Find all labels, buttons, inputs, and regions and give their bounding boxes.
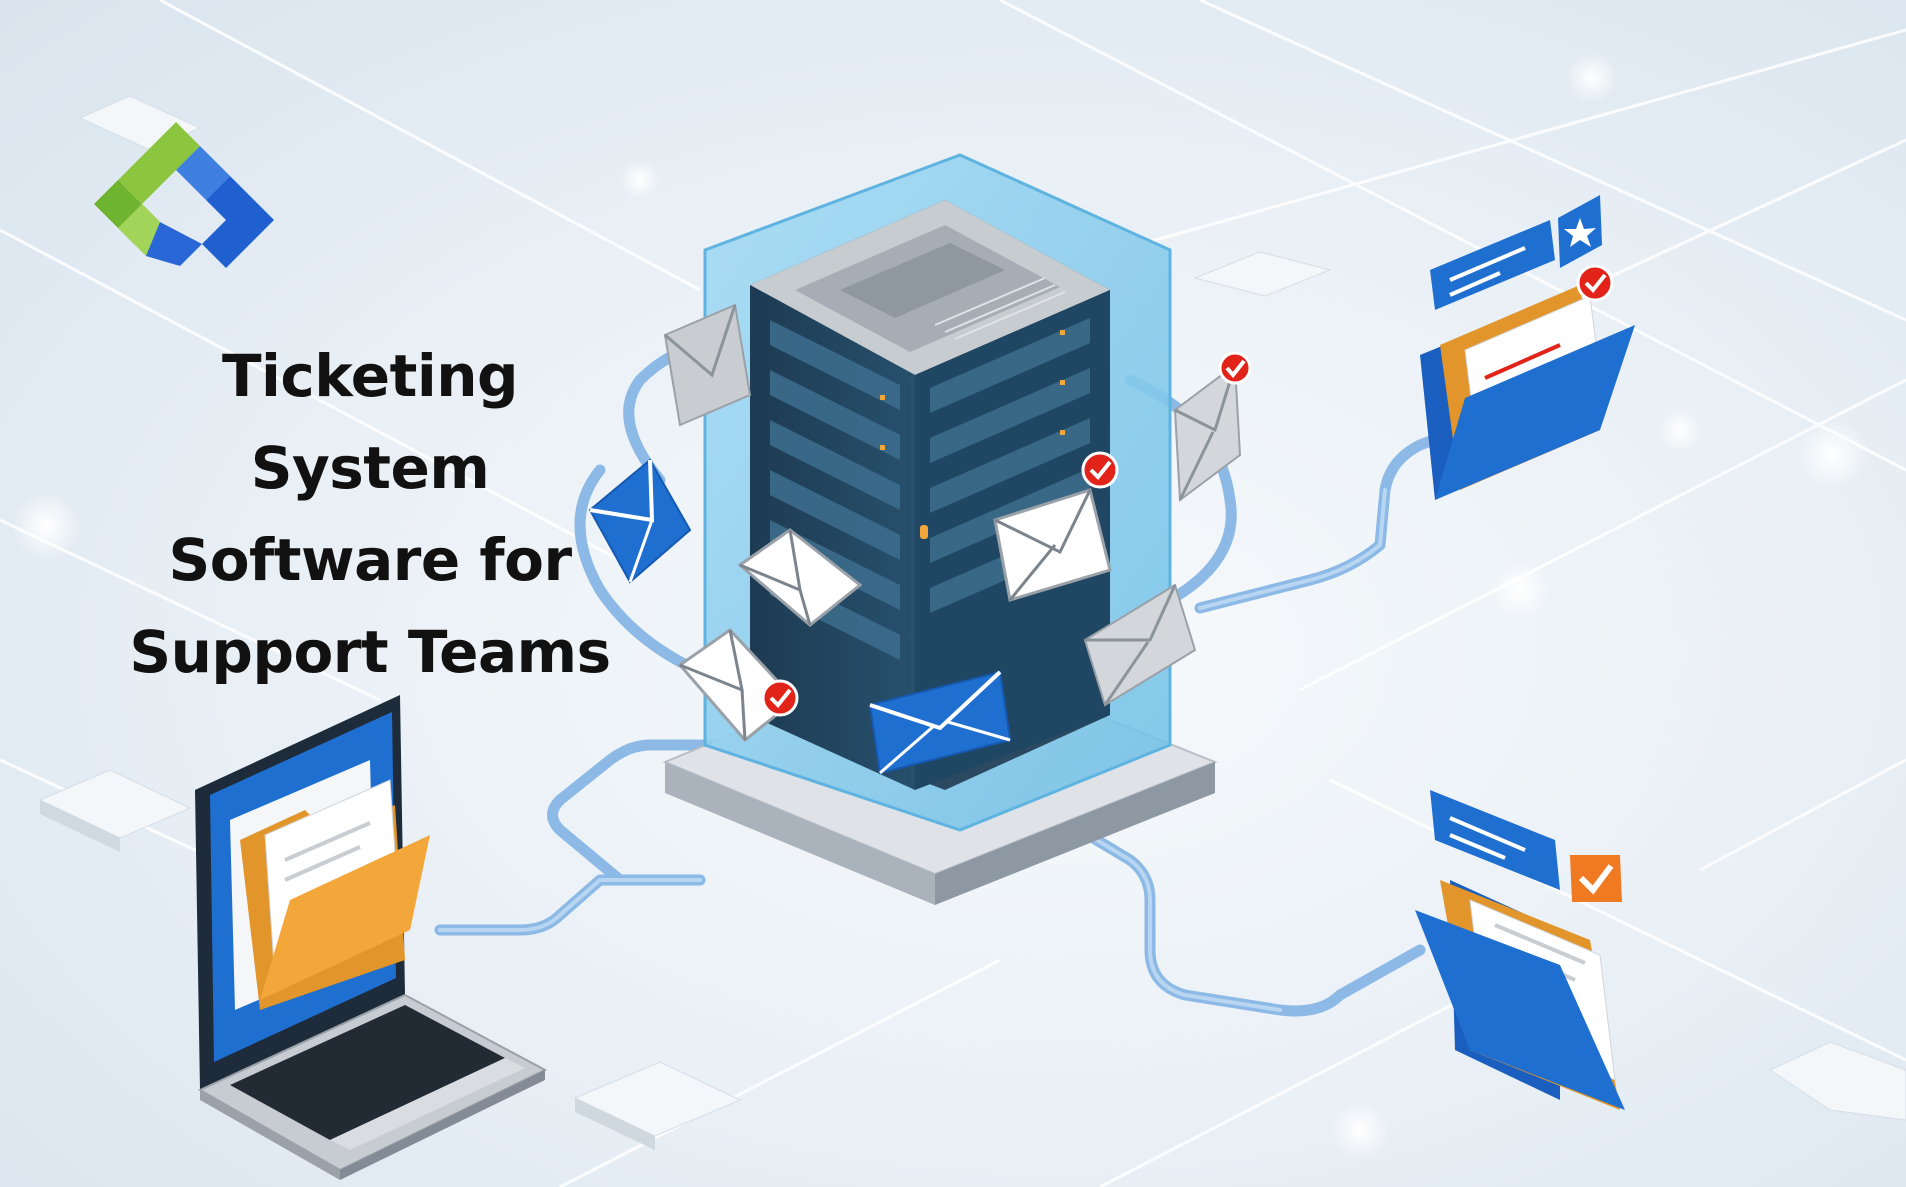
headline-line-4: Support Teams xyxy=(129,618,611,686)
headline-line-1: Ticketing xyxy=(221,342,519,410)
check-badge-icon xyxy=(761,679,799,717)
logo-mark xyxy=(94,122,274,268)
star-icon xyxy=(1558,195,1602,268)
floating-tiles xyxy=(38,95,1906,1150)
folder-icon-laptop xyxy=(240,779,430,1010)
server-rack-icon xyxy=(703,153,1172,832)
check-badge-icon xyxy=(1218,351,1252,385)
envelope-icon-white-center xyxy=(737,528,863,627)
folder-icon-top-right xyxy=(1420,285,1635,500)
check-badge-icon xyxy=(1081,451,1119,489)
headline-line-2: System xyxy=(250,434,490,502)
background-glow-dots xyxy=(12,52,1868,1160)
checkbox-icon xyxy=(1570,855,1622,902)
envelope-icon-blue-left xyxy=(588,458,692,584)
ticket-card-bottom-right xyxy=(1430,790,1560,890)
headline-line-3: Software for xyxy=(168,526,572,594)
envelope-icon-white-right xyxy=(993,488,1112,602)
headline: Ticketing System Software for Support Te… xyxy=(100,330,640,698)
ticket-card-top-right xyxy=(1430,220,1555,310)
folder-icon-bottom-right xyxy=(1415,880,1625,1110)
check-badge-icon xyxy=(1576,264,1614,302)
envelope-icon-blue-bottom xyxy=(868,670,1012,775)
envelope-icon-gray-right xyxy=(1083,583,1197,707)
envelope-icon-gray-top-left xyxy=(663,303,752,427)
envelope-icon-gray-top-right xyxy=(1173,363,1242,502)
